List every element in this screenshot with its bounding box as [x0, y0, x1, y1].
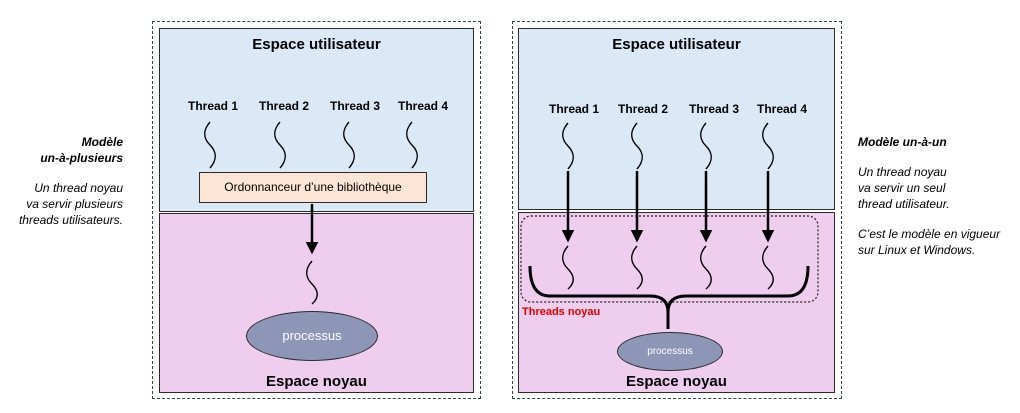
kernel-threads-brace	[528, 265, 810, 329]
left-user-thread-4-squiggle	[406, 121, 418, 169]
kernel-threads-label: Threads noyau	[522, 306, 601, 318]
right-kernel-thread-4-squiggle	[762, 245, 774, 290]
left-model-desc-line1: Un thread noyau	[34, 181, 123, 195]
right-user-thread-1-squiggle	[562, 122, 574, 170]
left-user-thread-2-squiggle	[274, 121, 286, 169]
right-user-space-title: Espace utilisateur	[612, 36, 741, 53]
right-kernel-thread-2-squiggle	[631, 245, 643, 290]
right-model-note-line2: sur Linux et Windows.	[858, 243, 976, 257]
right-model-note-line1: C’est le modèle en vigueur	[858, 227, 1001, 241]
right-model-caption: Modèle un-à-un Un thread noyau va servir…	[858, 134, 1020, 258]
kernel-threads-group-frame	[520, 215, 819, 303]
right-thread-3-label: Thread 3	[688, 102, 739, 116]
left-process-ellipse: processus	[246, 311, 378, 361]
left-thread-4-label: Thread 4	[397, 99, 448, 113]
left-user-thread-3-squiggle	[343, 121, 355, 169]
right-kernel-thread-1-squiggle	[562, 245, 574, 290]
right-model-desc-line1: Un thread noyau	[858, 165, 947, 179]
left-model-caption: Modèle un-à-plusieurs Un thread noyau va…	[0, 134, 123, 228]
right-thread-1-label: Thread 1	[548, 102, 599, 116]
left-model-desc-line2: va servir plusieurs	[26, 197, 123, 211]
left-kernel-space-title: Espace noyau	[266, 373, 367, 390]
right-user-thread-4-squiggle	[762, 122, 774, 170]
left-model-title-line2: un-à-plusieurs	[40, 151, 123, 165]
right-user-thread-3-squiggle	[700, 122, 712, 170]
right-thread-4-label: Thread 4	[756, 102, 807, 116]
right-user-thread-2-squiggle	[631, 122, 643, 170]
right-model-desc-line3: thread utilisateur.	[858, 197, 950, 211]
right-kernel-thread-3-squiggle	[700, 245, 712, 290]
right-kernel-space-title: Espace noyau	[626, 373, 727, 390]
left-kernel-thread-squiggle	[306, 260, 318, 305]
right-thread-2-label: Thread 2	[617, 102, 668, 116]
left-model-title-line1: Modèle	[81, 135, 123, 149]
left-thread-2-label: Thread 2	[258, 99, 309, 113]
left-thread-3-label: Thread 3	[329, 99, 380, 113]
left-user-space-title: Espace utilisateur	[252, 36, 381, 53]
library-scheduler-box: Ordonnanceur d’une bibliothèque	[199, 172, 427, 203]
left-user-thread-1-squiggle	[204, 121, 216, 169]
right-model-title: Modèle un-à-un	[858, 135, 947, 149]
left-diagram-frame	[152, 21, 481, 399]
left-model-desc-line3: threads utilisateurs.	[18, 213, 123, 227]
right-user-space	[518, 28, 835, 210]
right-process-ellipse: processus	[617, 332, 723, 371]
right-model-desc-line2: va servir un seul	[858, 181, 946, 195]
left-thread-1-label: Thread 1	[187, 99, 238, 113]
right-diagram-frame	[512, 21, 842, 399]
